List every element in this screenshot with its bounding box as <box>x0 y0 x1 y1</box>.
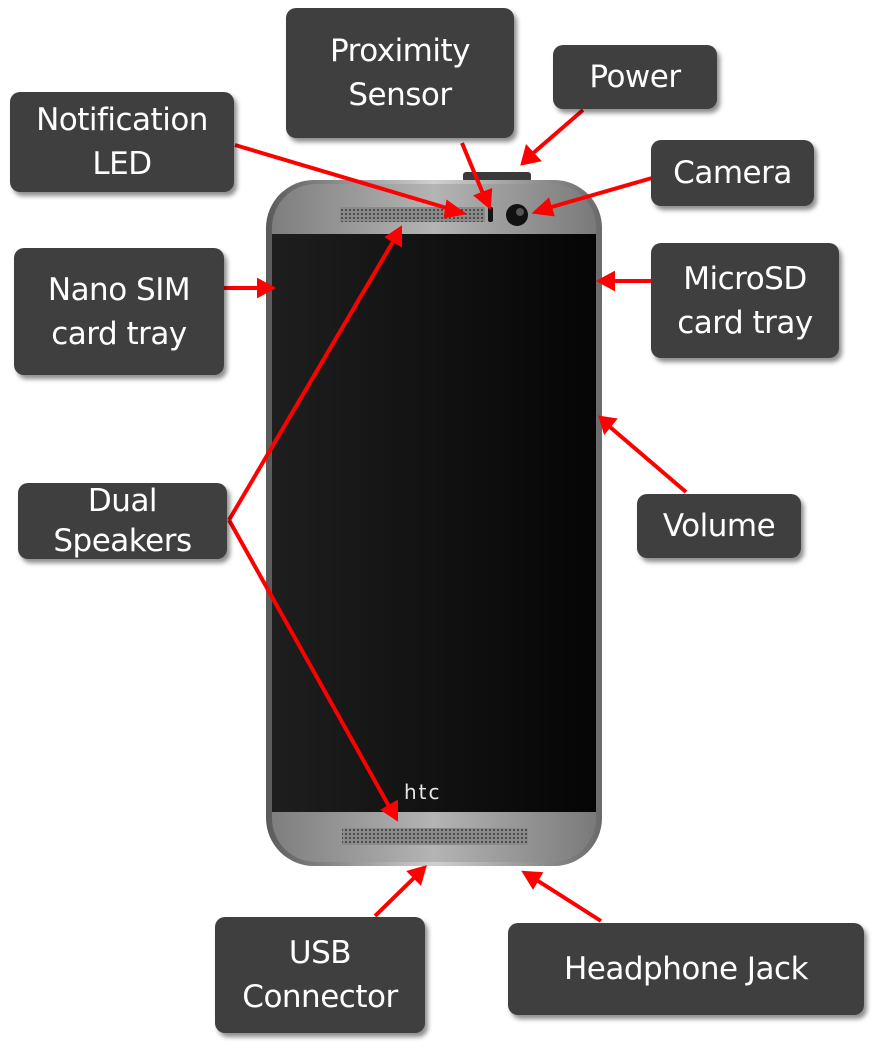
label-nano-sim: Nano SIM card tray <box>14 248 224 375</box>
label-volume: Volume <box>637 494 801 558</box>
arrow-proximity <box>460 142 486 197</box>
label-headphone-jack: Headphone Jack <box>508 923 864 1015</box>
bottom-speaker-grill <box>342 828 528 845</box>
brand-logo: htc <box>404 780 442 804</box>
label-dual-speakers: Dual Speakers <box>18 483 227 559</box>
label-proximity-sensor: Proximity Sensor <box>286 8 514 138</box>
arrow-volume <box>608 425 688 494</box>
arrow-notification <box>234 143 451 211</box>
camera-lens-reflection <box>516 208 524 216</box>
power-button <box>463 172 531 182</box>
arrow-speaker-top <box>227 238 396 522</box>
phone-screen <box>272 234 596 812</box>
label-microsd: MicroSD card tray <box>651 243 839 358</box>
arrow-headphone <box>533 877 603 923</box>
proximity-sensor <box>488 207 493 222</box>
camera-lens <box>506 204 528 226</box>
label-usb-connector: USB Connector <box>215 917 425 1033</box>
pointer-arrows <box>224 108 688 923</box>
label-camera: Camera <box>651 140 814 206</box>
arrow-camera <box>547 176 653 210</box>
arrow-power <box>529 108 585 157</box>
label-notification-led: Notification LED <box>10 92 234 192</box>
arrow-usb <box>373 874 418 918</box>
arrow-speaker-bottom <box>227 519 392 809</box>
label-power: Power <box>553 45 717 109</box>
